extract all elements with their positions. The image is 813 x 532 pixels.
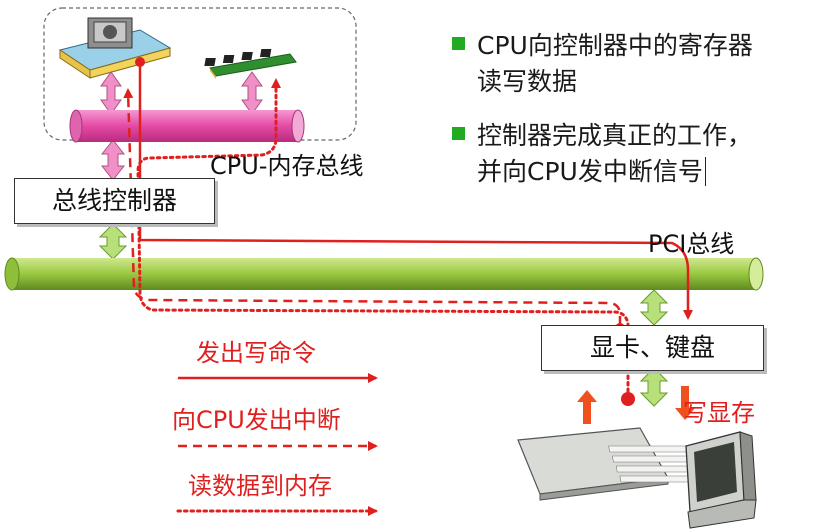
- legend-dotted-label: 读数据到内存: [188, 472, 332, 500]
- cpu-memory-bus-label: CPU-内存总线: [210, 152, 364, 180]
- memory-to-membus-arrow: [241, 71, 263, 115]
- monitor-icon: [685, 431, 757, 529]
- pci-bus: [4, 257, 764, 291]
- cpu-memory-bus: [69, 109, 305, 143]
- monitor-down-arrow: [675, 386, 695, 420]
- write-vram-label: 写显存: [683, 399, 755, 427]
- write-command-start-dot: [135, 57, 145, 67]
- bullet-1-line1: CPU向控制器中的寄存器: [477, 31, 753, 60]
- cpu-chip-icon: [58, 17, 172, 79]
- read-data-path: [136, 78, 630, 400]
- controller-to-pci-arrow: [98, 223, 128, 260]
- legend-solid-label: 发出写命令: [196, 339, 316, 367]
- pci-bus-label: PCI总线: [648, 230, 735, 258]
- cpu-memory-group-outline: [43, 7, 357, 141]
- bullet-1: CPU向控制器中的寄存器 读写数据: [452, 28, 753, 100]
- write-command-path: [138, 62, 693, 320]
- pci-to-device-arrow: [639, 289, 669, 326]
- bullet-1-line2: 读写数据: [477, 67, 578, 96]
- read-data-start-dot: [621, 392, 635, 406]
- text-cursor: ​: [704, 157, 706, 186]
- bullet-1-marker: [452, 37, 465, 50]
- device-box: 显卡、键盘: [541, 325, 764, 371]
- keyboard-up-arrow: [577, 390, 597, 424]
- bullet-2-line2: 并向CPU发中断信号: [477, 157, 703, 186]
- memory-module-icon: [204, 49, 297, 79]
- cpu-to-membus-arrow: [100, 71, 122, 115]
- legend-dashed-label: 向CPU发出中断: [172, 406, 341, 434]
- device-to-monitor-arrow: [639, 367, 669, 407]
- interrupt-path: [123, 88, 622, 325]
- bus-controller-box: 总线控制器: [14, 178, 215, 224]
- bullet-2: 控制器完成真正的工作， 并向CPU发中断信号​: [452, 118, 752, 190]
- bullet-2-marker: [452, 127, 465, 140]
- membus-to-controller-arrow: [100, 139, 126, 181]
- bullet-2-line1: 控制器完成真正的工作，: [477, 121, 753, 150]
